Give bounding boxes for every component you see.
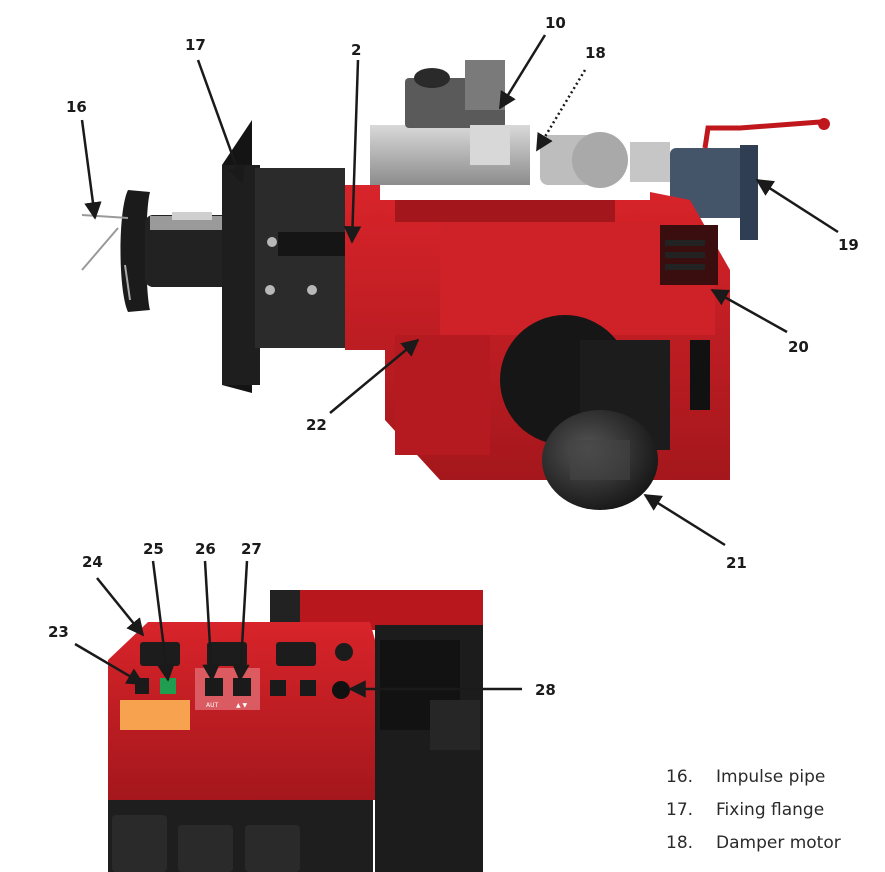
callout-23: 23 bbox=[48, 623, 69, 641]
legend-text: Fixing flange bbox=[716, 799, 825, 820]
legend-text: Damper motor bbox=[716, 832, 841, 853]
callout-20: 20 bbox=[788, 338, 809, 356]
arrows-label: ▲ ▼ bbox=[236, 702, 248, 709]
callout-26: 26 bbox=[195, 540, 216, 558]
aut-man-selector-switch[interactable] bbox=[205, 678, 223, 696]
legend-text: Impulse pipe bbox=[716, 766, 826, 787]
burner-illustration bbox=[81, 60, 830, 510]
callout-18: 18 bbox=[585, 44, 606, 62]
callout-numbers: 16 17 2 10 18 19 20 21 22 24 25 26 27 23… bbox=[48, 14, 859, 699]
callout-19: 19 bbox=[838, 236, 859, 254]
callout-2: 2 bbox=[351, 41, 361, 59]
parts-legend: 16. Impulse pipe 17. Fixing flange 18. D… bbox=[666, 760, 881, 859]
blast-tube bbox=[120, 190, 230, 312]
callout-22: 22 bbox=[306, 416, 327, 434]
callout-16: 16 bbox=[66, 98, 87, 116]
gas-valve-train bbox=[370, 60, 830, 240]
legend-item: 17. Fixing flange bbox=[666, 793, 881, 826]
control-panel-closeup: AUT ▲ ▼ bbox=[108, 590, 483, 872]
callout-28: 28 bbox=[535, 681, 556, 699]
callout-24: 24 bbox=[82, 553, 103, 571]
leader-lines bbox=[74, 34, 839, 698]
power-increase-decrease-switch[interactable] bbox=[233, 678, 251, 696]
legend-number: 16. bbox=[666, 766, 694, 787]
legend-item: 16. Impulse pipe bbox=[666, 760, 881, 793]
warning-label bbox=[120, 700, 190, 730]
legend-number: 18. bbox=[666, 832, 694, 853]
legend-number: 17. bbox=[666, 799, 694, 820]
indicator-lamp-green bbox=[160, 678, 176, 694]
legend-item: 18. Damper motor bbox=[666, 826, 881, 859]
callout-21: 21 bbox=[726, 554, 747, 572]
aut-label: AUT bbox=[206, 702, 218, 709]
callout-10: 10 bbox=[545, 14, 566, 32]
callout-17: 17 bbox=[185, 36, 206, 54]
fan-motor bbox=[500, 315, 710, 510]
remote-reset-socket bbox=[332, 681, 350, 699]
callout-25: 25 bbox=[143, 540, 164, 558]
callout-27: 27 bbox=[241, 540, 262, 558]
